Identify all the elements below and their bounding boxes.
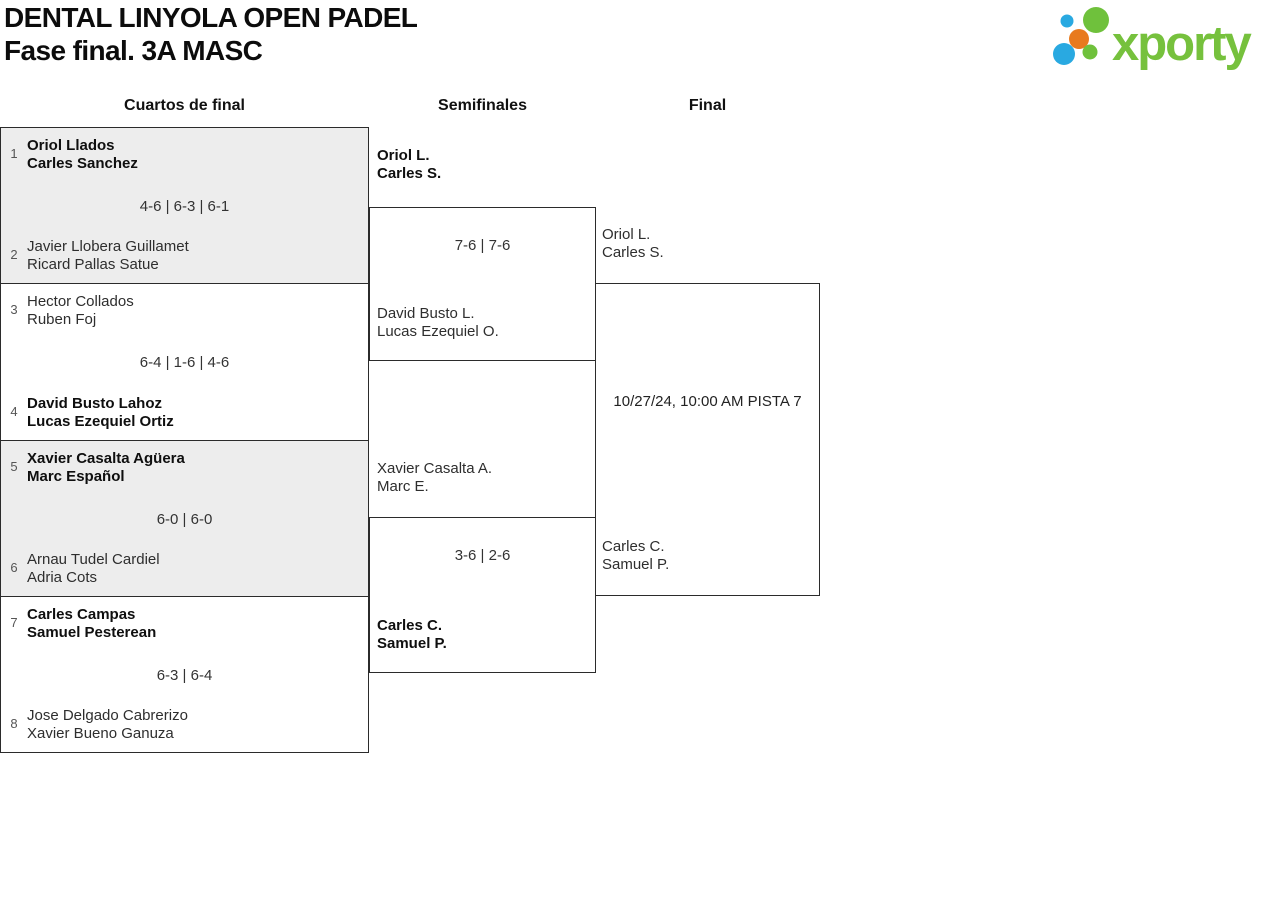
match-score-qf2: 6-4 | 1-6 | 4-6 [139,354,230,371]
seed-number: 1 [10,146,18,161]
player-name: Samuel P. [602,556,670,573]
player-name: David Busto L. [377,305,475,322]
player-name: Oriol L. [377,147,430,164]
player-name: Oriol L. [602,226,651,243]
team-qf3-bottom: Arnau Tudel Cardiel Adria Cots [27,551,160,587]
player-name: Arnau Tudel Cardiel [27,551,160,568]
player-name: Ruben Foj [27,311,97,328]
team-qf2-top: Hector Collados Ruben Foj [27,293,134,329]
player-name: Adria Cots [27,569,98,586]
match-box-qf2: 3 Hector Collados Ruben Foj 6-4 | 1-6 | … [0,283,369,441]
player-name: Samuel P. [377,635,447,652]
team-final-bottom: Carles C. Samuel P. [602,538,669,574]
phase-subtitle: Fase final. 3A MASC [4,35,263,66]
player-name: Xavier Bueno Ganuza [27,725,174,742]
seed-number: 5 [10,459,18,474]
tournament-title: DENTAL LINYOLA OPEN PADEL [4,2,418,33]
match-box-sf2: 3-6 | 2-6 Carles C. Samuel P. [369,517,596,673]
team-sf1-bottom: David Busto L. Lucas Ezequiel O. [377,305,499,341]
team-sf2-top: Xavier Casalta A. Marc E. [377,460,492,496]
player-name: Hector Collados [27,293,134,310]
team-qf4-top: Carles Campas Samuel Pesterean [27,606,156,642]
xporty-logo-mark: xporty [1053,7,1254,71]
team-final-top: Oriol L. Carles S. [602,226,664,262]
player-name: Xavier Casalta A. [377,460,493,477]
player-name: Lucas Ezequiel O. [377,323,499,340]
match-score-qf3: 6-0 | 6-0 [156,511,213,528]
xporty-logo-text: xporty [1112,17,1252,71]
seed-number: 8 [10,716,18,731]
match-box-final: 10/27/24, 10:00 AM PISTA 7 [595,283,820,596]
logo-dot-blue-large [1053,43,1075,65]
match-score-qf4: 6-3 | 6-4 [156,667,213,684]
player-name: Marc E. [377,478,429,495]
match-box-sf1: 7-6 | 7-6 David Busto L. Lucas Ezequiel … [369,207,596,361]
player-name: Jose Delgado Cabrerizo [27,707,188,724]
seed-number: 2 [10,247,18,262]
player-name: Carles Campas [27,606,136,623]
player-name: David Busto Lahoz [27,395,163,412]
team-qf2-bottom: David Busto Lahoz Lucas Ezequiel Ortiz [27,395,174,431]
seed-number: 4 [10,404,18,419]
logo-dot-blue-small [1060,14,1074,28]
seed-number: 6 [10,560,18,575]
match-score-qf1: 4-6 | 6-3 | 6-1 [139,198,230,215]
player-name: Xavier Casalta Agüera [27,450,185,467]
player-name: Carles C. [377,617,443,634]
player-name: Javier Llobera Guillamet [27,238,189,255]
team-sf1-top: Oriol L. Carles S. [377,147,441,183]
player-name: Samuel Pesterean [27,624,157,641]
xporty-logo[interactable]: xporty [1048,5,1280,78]
round-header-semifinales: Semifinales [438,97,527,114]
team-sf2-bottom: Carles C. Samuel P. [377,617,447,653]
player-name: Carles Sanchez [27,155,138,172]
team-qf1-top: Oriol Llados Carles Sanchez [27,137,138,173]
seed-number: 7 [10,615,18,630]
player-name: Lucas Ezequiel Ortiz [27,413,174,430]
match-box-qf4: 7 Carles Campas Samuel Pesterean 6-3 | 6… [0,596,369,753]
match-box-qf1: 1 Oriol Llados Carles Sanchez 4-6 | 6-3 … [0,127,369,284]
title-block: DENTAL LINYOLA OPEN PADEL Fase final. 3A… [4,1,418,67]
player-name: Marc Español [27,468,125,485]
player-name: Carles S. [602,244,664,261]
match-box-qf3: 5 Xavier Casalta Agüera Marc Español 6-0… [0,440,369,597]
player-name: Oriol Llados [27,137,115,154]
logo-dot-orange [1069,29,1089,49]
player-name: Ricard Pallas Satue [27,256,159,273]
seed-number: 3 [10,302,18,317]
player-name: Carles S. [377,165,442,182]
team-qf3-top: Xavier Casalta Agüera Marc Español [27,450,185,486]
match-score-sf1: 7-6 | 7-6 [454,237,511,254]
round-header-cuartos: Cuartos de final [124,97,245,114]
logo-dot-green-large [1083,7,1109,33]
team-qf4-bottom: Jose Delgado Cabrerizo Xavier Bueno Ganu… [27,707,188,743]
player-name: Carles C. [602,538,665,555]
match-score-sf2: 3-6 | 2-6 [454,547,511,564]
logo-dot-green-small [1082,44,1098,60]
team-qf1-bottom: Javier Llobera Guillamet Ricard Pallas S… [27,238,189,274]
final-schedule: 10/27/24, 10:00 AM PISTA 7 [613,393,802,410]
round-header-final: Final [688,97,727,114]
